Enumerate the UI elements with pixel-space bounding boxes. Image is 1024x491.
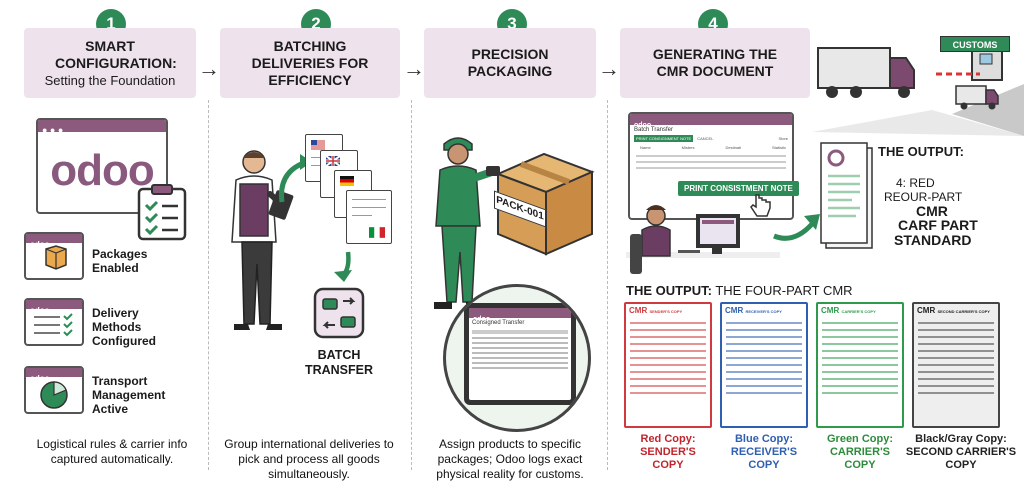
step-3-title: PRECISION PACKAGING (467, 46, 553, 79)
step-4-header: GENERATING THE CMR DOCUMENT (620, 28, 810, 98)
batch-transfer-icon (313, 287, 365, 339)
four-part-heading-rest: THE FOUR-PART CMR (711, 283, 853, 298)
cmr-caption-green: Green Copy:CARRIER'S COPY (826, 433, 893, 471)
step-1-header: SMART CONFIGURATION: Setting the Foundat… (24, 28, 196, 98)
col-statistic: Statistic (771, 145, 786, 150)
uk-flag-icon (326, 156, 340, 166)
cmr-caption-blue: Blue Copy:RECEIVER'S COPY (730, 433, 798, 471)
italian-flag-icon (369, 227, 385, 238)
step-1-title: SMART CONFIGURATION: (55, 37, 177, 71)
column-separator (208, 100, 209, 470)
output-line-2: REOUR-PART (884, 190, 963, 204)
output-bold-2: CARF PART (898, 217, 978, 233)
package-box-icon (45, 245, 67, 270)
tablet-screen-title: Consigned Transfer (472, 320, 525, 326)
truck-customs-illustration (812, 45, 1024, 136)
arrow-right-icon: → (403, 56, 425, 81)
pie-chart-icon (40, 381, 68, 409)
step-1-caption: Logistical rules & carrier info captured… (36, 437, 188, 466)
batch-transfer-label: BATCH TRANSFER (304, 348, 374, 377)
cmr-copy-red: CMR SENDER'S COPY (624, 302, 712, 428)
tab-print-consignment[interactable]: PRINT CONSIGNMENT NOTE (634, 135, 694, 142)
feature-delivery-label: Delivery Methods Configured (92, 306, 156, 348)
column-separator (607, 100, 608, 470)
cmr-caption-gray: Black/Gray Copy:SECOND CARRIER'S COPY (905, 433, 1017, 471)
step-3-caption: Assign products to specific packages; Od… (436, 437, 584, 481)
screen-title: Batch Transfer (634, 127, 674, 133)
odoo-logo: odoo (50, 146, 155, 195)
col-misters: Misters (681, 145, 695, 150)
step-4-title: GENERATING THE CMR DOCUMENT (652, 46, 778, 79)
down-arrow-icon (334, 251, 352, 282)
tab-cancel[interactable]: CANCEL (697, 136, 714, 141)
arrow-right-icon: → (598, 56, 620, 81)
checklist-clipboard-icon (137, 184, 187, 241)
office-worker-at-computer-illustration (626, 205, 780, 274)
customs-sign: CUSTOMS (940, 36, 1010, 52)
store-label: Store (778, 136, 788, 141)
step-2-title: BATCHING DELIVERIES FOR EFFICIENCY (251, 37, 369, 88)
hand-cursor-icon (750, 194, 771, 217)
output-arrow-icon (773, 214, 820, 241)
cmr-copy-blue: CMR RECEIVER'S COPY (720, 302, 808, 428)
feature-packages-label: Packages Enabled (92, 247, 148, 275)
german-flag-icon (340, 176, 354, 186)
delivery-list-icon (34, 313, 73, 337)
window-titlebar: ● ● ● (38, 120, 166, 135)
arrow-right-icon: → (198, 56, 220, 81)
step-3-header: PRECISION PACKAGING (424, 28, 596, 98)
output-bold-1: CMR (916, 203, 948, 219)
step-1-subtitle: Setting the Foundation (44, 72, 176, 88)
col-name: Name (640, 145, 651, 150)
delivery-document-it (346, 190, 392, 244)
feature-transport-card: odoo (24, 366, 84, 414)
col-destination: Destinati (725, 145, 742, 150)
tablet-device: odoo Consigned Transfer (464, 303, 576, 405)
cmr-document-stack-icon (820, 142, 873, 249)
feature-packages-card: odoo (24, 232, 84, 280)
four-part-heading: THE OUTPUT: THE FOUR-PART CMR (626, 283, 853, 298)
print-consignment-button[interactable]: PRINT CONSISTMENT NOTE (678, 181, 799, 196)
output-line-1: 4: RED (896, 176, 935, 190)
four-part-heading-bold: THE OUTPUT: (626, 283, 712, 298)
step-2-caption: Group international deliveries to pick a… (224, 437, 394, 481)
worker-with-tablet-illustration (231, 150, 294, 330)
cmr-caption-red: Red Copy:SENDER'S COPY (640, 433, 696, 471)
feature-delivery-card: odoo (24, 298, 84, 346)
tablet-zoom-circle: odoo Consigned Transfer (443, 284, 591, 432)
us-flag-icon (311, 140, 325, 150)
column-separator (411, 100, 412, 470)
output-bold-3: STANDARD (894, 232, 972, 248)
cmr-copy-green: CMR CARRIER'S COPY (816, 302, 904, 428)
feature-transport-label: Transport Management Active (92, 374, 166, 416)
output-heading: THE OUTPUT: (878, 144, 964, 159)
cmr-copy-gray: CMR SECOND CARRIER'S COPY (912, 302, 1000, 428)
step-2-header: BATCHING DELIVERIES FOR EFFICIENCY (220, 28, 400, 98)
